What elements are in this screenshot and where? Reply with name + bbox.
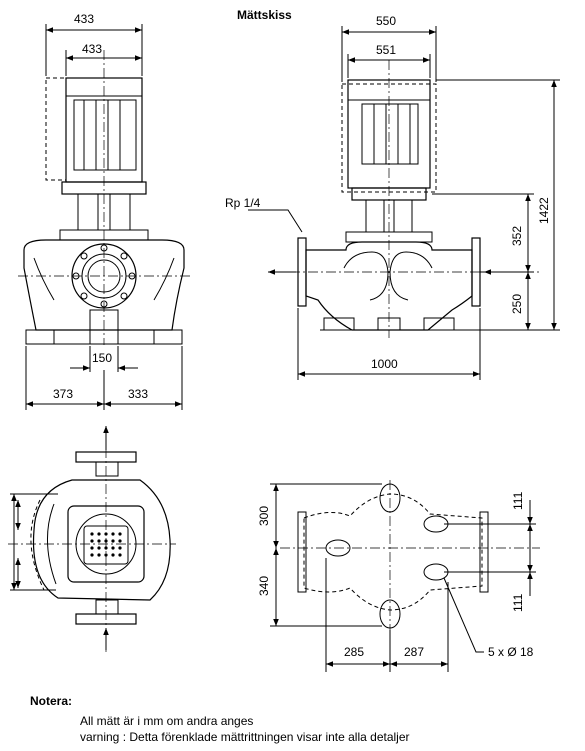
notes-line-1: All mätt är i mm om andra anges: [80, 714, 254, 728]
dim-port-to-port: 1000: [371, 357, 398, 371]
dim-upper-height: 352: [510, 226, 524, 246]
dim-flange-width: 150: [92, 351, 112, 365]
callout-holes: 5 x Ø 18: [488, 645, 534, 659]
notes-line-2: varning : Detta förenklade mättrittninge…: [80, 730, 410, 744]
callout-rp-quarter: Rp 1/4: [225, 196, 261, 210]
front-view: [248, 26, 560, 380]
dim-right-half: 333: [128, 387, 148, 401]
dim-foot-right-bottom: 111: [511, 593, 525, 612]
drawing-title: Mättskiss: [237, 8, 292, 22]
dim-motor-width-outer-side: 433: [74, 12, 94, 26]
notes-heading: Notera:: [30, 694, 73, 708]
dim-foot-bottom-left: 285: [344, 645, 364, 659]
dim-foot-right-top: 111: [511, 491, 525, 510]
dim-foot-left-lower: 340: [257, 576, 271, 596]
dim-lower-height: 250: [510, 294, 524, 314]
dim-total-height: 1422: [537, 197, 551, 224]
dim-motor-width-outer-front: 550: [376, 14, 396, 28]
foot-plan: [270, 480, 540, 672]
dim-foot-left-upper: 300: [257, 506, 271, 526]
dim-left-half: 373: [53, 387, 73, 401]
dim-foot-bottom-right: 287: [404, 645, 424, 659]
top-view: [8, 426, 176, 652]
side-view: [18, 24, 190, 410]
dim-motor-width-inner-front: 551: [376, 43, 396, 57]
dim-motor-width-inner-side: 433: [82, 42, 102, 56]
